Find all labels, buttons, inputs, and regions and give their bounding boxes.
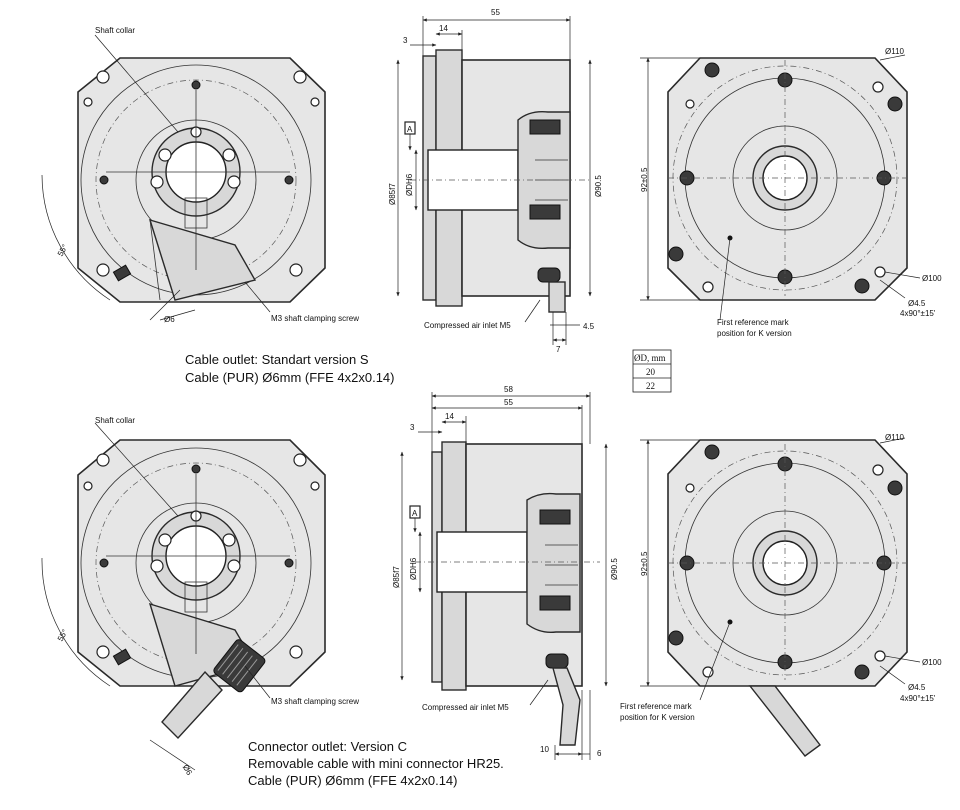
dia-110-bottom: Ø110 bbox=[885, 433, 905, 442]
dia-85-bottom: Ø85f7 bbox=[392, 566, 401, 588]
dim-3-top: 3 bbox=[403, 36, 408, 45]
dim-10-bottom: 10 bbox=[540, 745, 549, 754]
datum-a-top: A bbox=[407, 125, 413, 134]
dia-85-top: Ø85f7 bbox=[388, 183, 397, 205]
bore-table bbox=[632, 349, 672, 393]
dim-3-bottom: 3 bbox=[410, 423, 415, 432]
bore-table-row-1: 20 bbox=[646, 367, 656, 377]
bore-table-header: ØD, mm bbox=[634, 353, 666, 363]
dim-6-bottom: 6 bbox=[597, 749, 602, 758]
front-view-top bbox=[41, 34, 326, 321]
dim-92-top: 92±0.5 bbox=[640, 167, 649, 192]
caption-bottom-2: Removable cable with mini connector HR25… bbox=[248, 756, 504, 771]
caption-top-1: Cable outlet: Standart version S bbox=[185, 352, 369, 367]
cable-dia-label-bottom: Ø6 bbox=[181, 763, 194, 777]
angle-label-bottom: 55° bbox=[56, 628, 70, 643]
cable-dia-label-top: Ø6 bbox=[164, 315, 175, 324]
dia-d-top: ØDH6 bbox=[405, 173, 414, 196]
dim-4-5-top: 4.5 bbox=[583, 322, 595, 331]
dia-d-bottom: ØDH6 bbox=[409, 557, 418, 580]
bore-table-row-2: 22 bbox=[646, 381, 655, 391]
back-view-top bbox=[640, 54, 921, 321]
air-inlet-label-top: Compressed air inlet M5 bbox=[424, 321, 511, 330]
dia-4-5-top: Ø4.5 bbox=[908, 299, 926, 308]
ref-mark-2-bottom: position for K version bbox=[620, 713, 695, 722]
air-inlet-label-bottom: Compressed air inlet M5 bbox=[422, 703, 509, 712]
shaft-collar-label-top: Shaft collar bbox=[95, 26, 135, 35]
dim-14-bottom: 14 bbox=[445, 412, 454, 421]
caption-bottom-1: Connector outlet: Version C bbox=[248, 739, 407, 754]
ref-mark-1-top: First reference mark bbox=[717, 318, 790, 327]
clamping-screw-label-top: M3 shaft clamping screw bbox=[271, 314, 359, 323]
holes-top: 4x90°±15' bbox=[900, 309, 936, 318]
ref-mark-1-bottom: First reference mark bbox=[620, 702, 693, 711]
holes-bottom: 4x90°±15' bbox=[900, 694, 936, 703]
dia-100-bottom: Ø100 bbox=[922, 658, 942, 667]
datum-a-bottom: A bbox=[412, 509, 418, 518]
dim-58-bottom: 58 bbox=[504, 385, 513, 394]
shaft-collar-label-bottom: Shaft collar bbox=[95, 416, 135, 425]
caption-top-2: Cable (PUR) Ø6mm (FFE 4x2x0.14) bbox=[185, 370, 395, 385]
caption-bottom-3: Cable (PUR) Ø6mm (FFE 4x2x0.14) bbox=[248, 773, 458, 788]
dim-92-bottom: 92±0.5 bbox=[640, 551, 649, 576]
back-view-bottom bbox=[640, 437, 921, 757]
ref-mark-2-top: position for K version bbox=[717, 329, 792, 338]
side-view-top bbox=[396, 16, 592, 345]
dia-90-top: Ø90.5 bbox=[594, 175, 603, 197]
dia-100-top: Ø100 bbox=[922, 274, 942, 283]
dia-4-5-bottom: Ø4.5 bbox=[908, 683, 926, 692]
dia-110-top: Ø110 bbox=[885, 47, 905, 56]
dim-55-bottom: 55 bbox=[504, 398, 513, 407]
dim-7-top: 7 bbox=[556, 345, 561, 354]
side-view-bottom bbox=[400, 392, 608, 760]
dim-14-top: 14 bbox=[439, 24, 448, 33]
front-view-bottom bbox=[41, 422, 326, 771]
clamping-screw-label-bottom: M3 shaft clamping screw bbox=[271, 697, 359, 706]
dim-55-top: 55 bbox=[491, 8, 500, 17]
dia-90-bottom: Ø90.5 bbox=[610, 558, 619, 580]
angle-label-top: 55° bbox=[56, 243, 70, 258]
